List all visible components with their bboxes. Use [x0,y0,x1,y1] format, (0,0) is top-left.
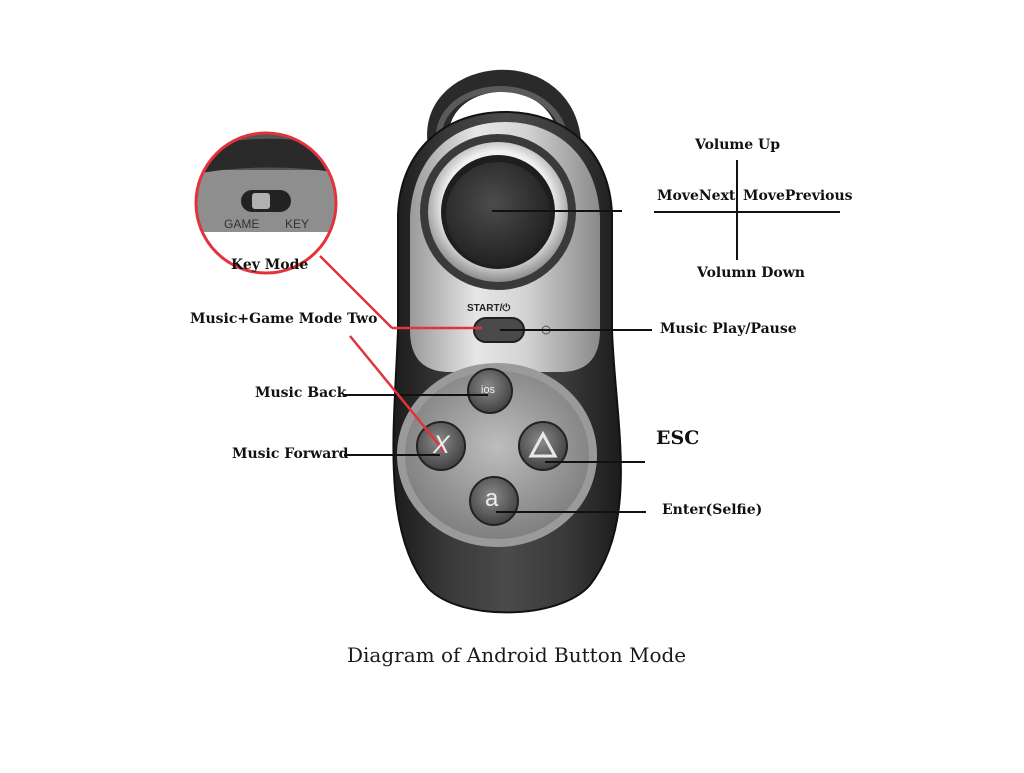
face-buttons [416,368,568,526]
label-esc: ESC [656,427,700,449]
label-music-back: Music Back [255,385,347,401]
diagram-caption: Diagram of Android Button Mode [347,643,687,667]
label-move-previous: MovePrevious [743,188,853,204]
switch-game-label: GAME [224,217,260,231]
x-button-label: X [433,431,450,459]
key-mode-zoom [194,131,338,275]
label-move-next: MoveNext [657,188,736,204]
label-enter-selfie: Enter(Selfie) [662,502,763,518]
switch-key-label: KEY [285,217,310,231]
a-button-label: a [485,485,499,512]
label-music-game-mode-two: Music+Game Mode Two [190,311,378,327]
label-key-mode: Key Mode [231,257,309,273]
label-volume-up: Volume Up [695,137,781,153]
start-button-graphic [473,317,551,343]
lanyard-loop [427,69,581,161]
label-music-forward: Music Forward [232,446,349,462]
ios-button-label: ios [481,384,496,396]
label-volumn-down: Volumn Down [697,265,805,281]
red-callout-lines [319,255,482,453]
label-music-play-pause: Music Play/Pause [660,321,797,337]
start-label: START/⏻ [467,303,511,314]
callout-lines [344,160,840,513]
